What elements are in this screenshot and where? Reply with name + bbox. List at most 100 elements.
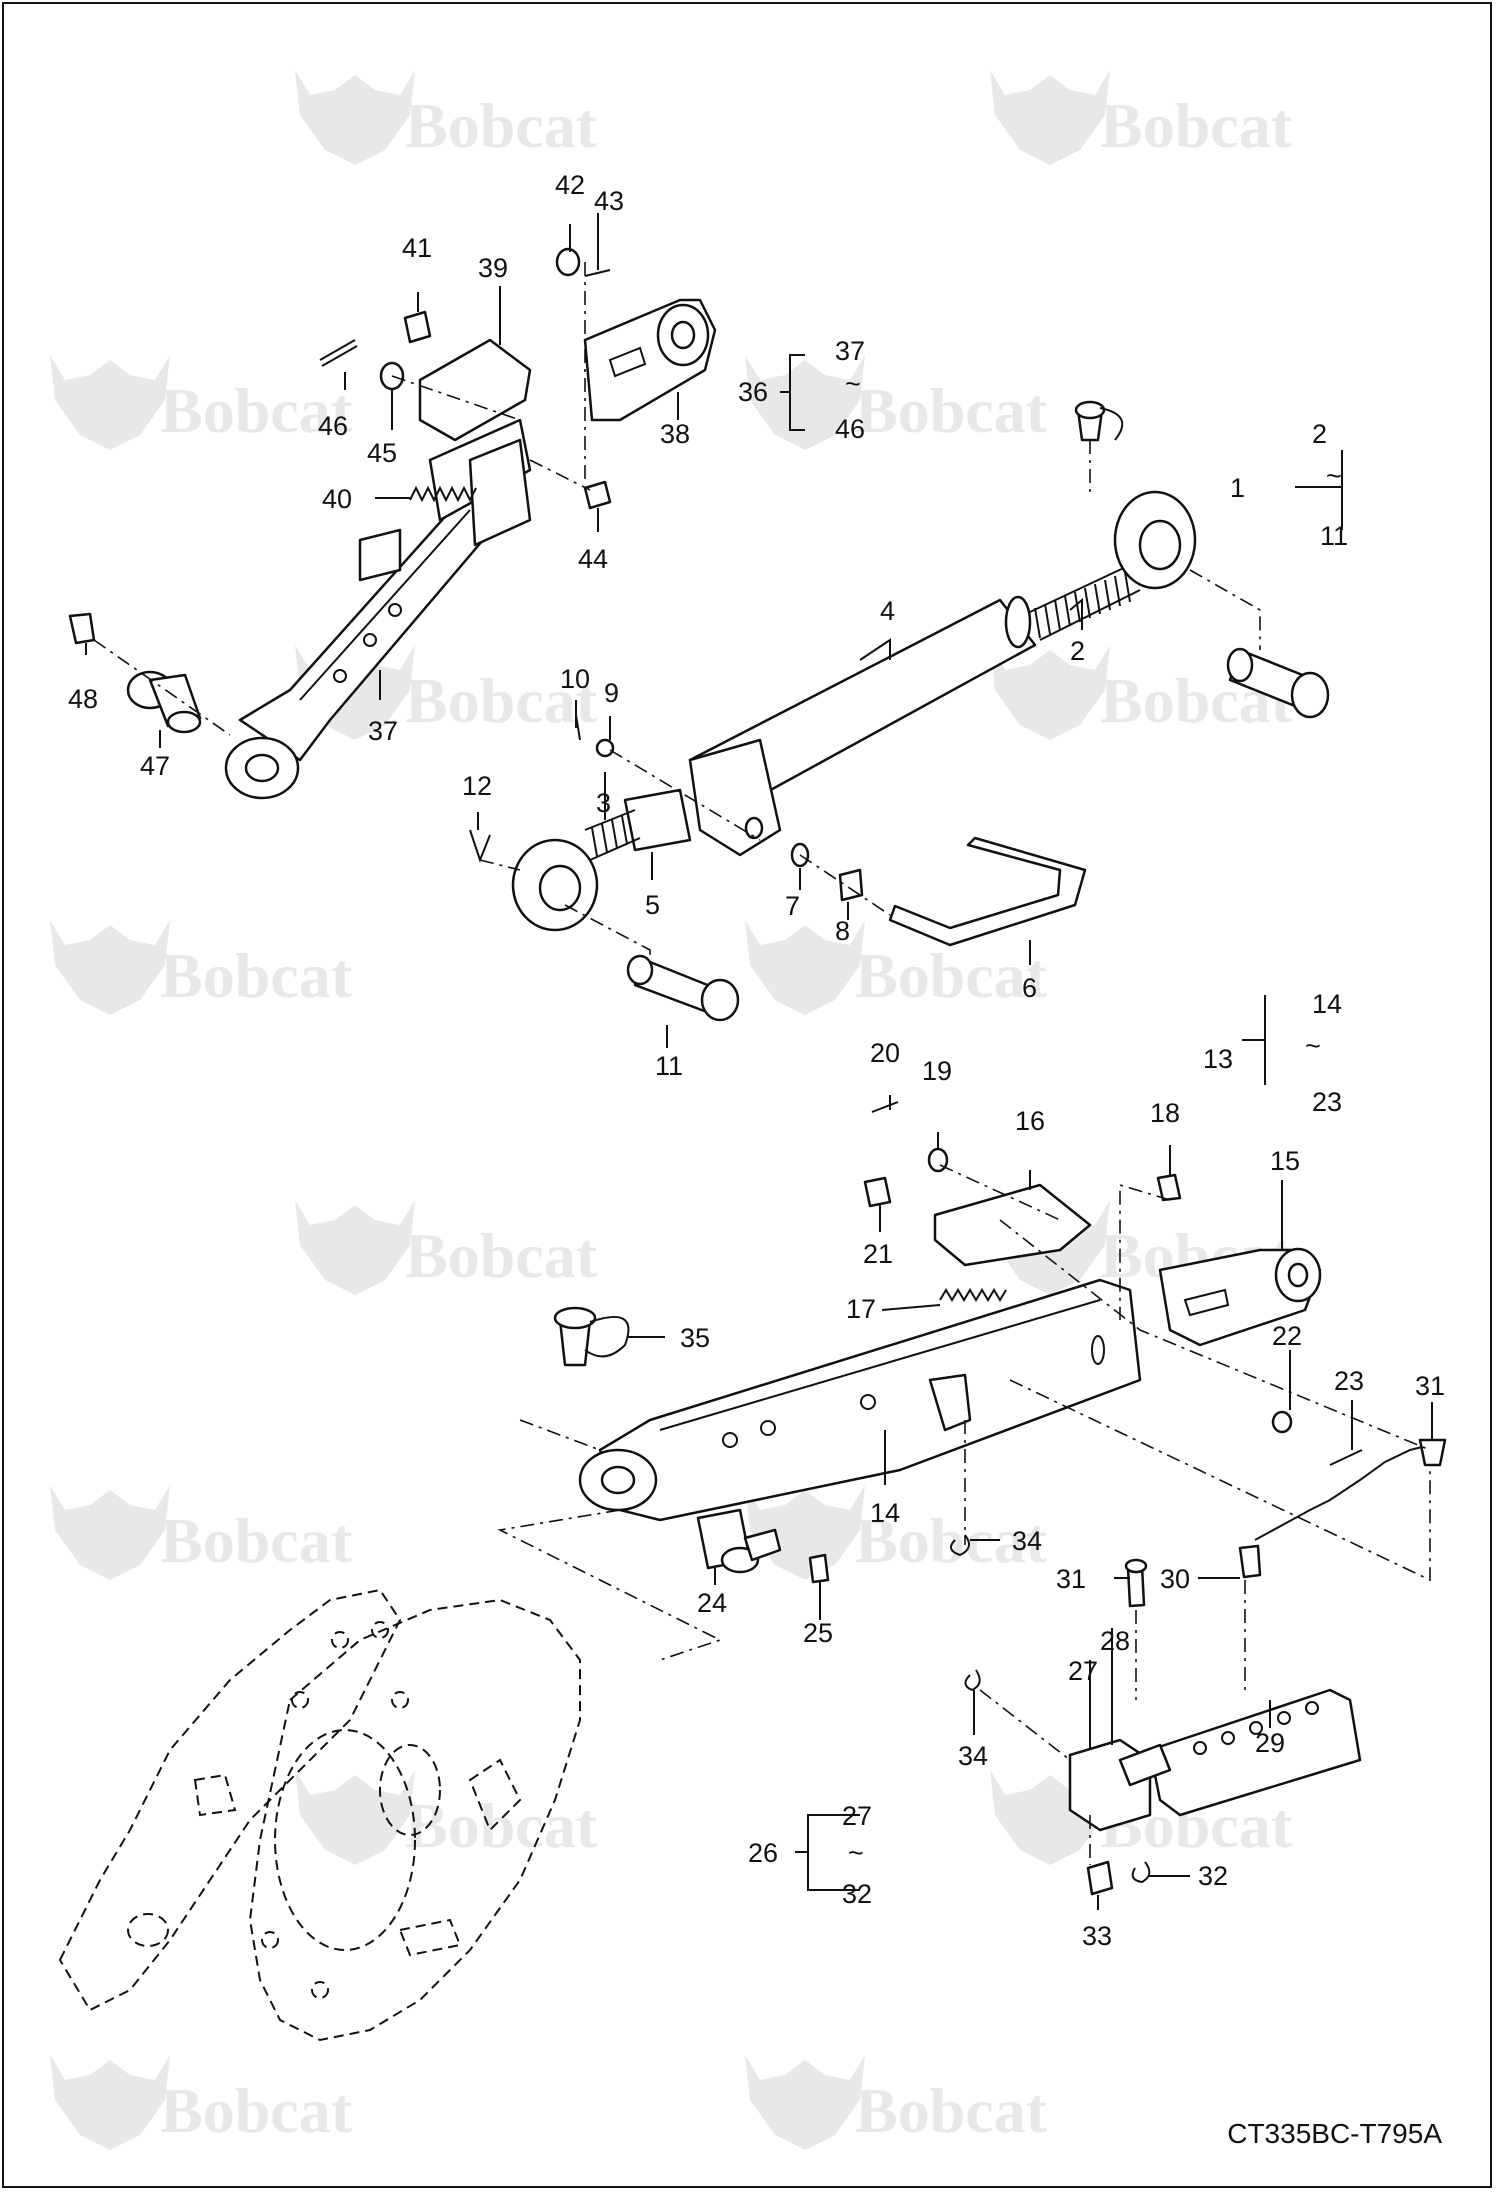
bobcat-logo-icon (50, 1485, 170, 1580)
callout-33: 33 (1082, 1921, 1112, 1951)
bobcat-logo-icon (745, 355, 865, 450)
callout-26: 26 (748, 1838, 778, 1868)
lift-arm-lower (497, 1101, 1447, 1896)
callout-10: 10 (560, 664, 590, 694)
bobcat-logo-icon (295, 1770, 415, 1865)
callout-32: 32 (842, 1879, 872, 1909)
bobcat-logo-icon (745, 1485, 865, 1580)
callout-9: 9 (604, 678, 619, 708)
watermark: Bobcat (50, 2055, 353, 2150)
watermark-text: Bobcat (1100, 90, 1293, 161)
callout-12: 12 (462, 771, 492, 801)
watermark: Bobcat (990, 70, 1293, 165)
group-range-separator: ~ (1305, 1031, 1321, 1061)
watermark: Bobcat (745, 355, 1048, 450)
callout-32: 32 (1198, 1861, 1228, 1891)
watermark-text: Bobcat (855, 940, 1048, 1011)
callout-14: 14 (1312, 989, 1342, 1019)
callout-16: 16 (1015, 1106, 1045, 1136)
callout-23: 23 (1312, 1087, 1342, 1117)
callout-45: 45 (367, 438, 397, 468)
group-range-separator: ~ (845, 369, 861, 399)
callout-30: 30 (1160, 1564, 1190, 1594)
callout-17: 17 (846, 1294, 876, 1324)
callout-2: 2 (1070, 636, 1085, 666)
callout-38: 38 (660, 419, 690, 449)
watermark: Bobcat (745, 2055, 1048, 2150)
callout-19: 19 (922, 1056, 952, 1086)
watermark-text: Bobcat (160, 940, 353, 1011)
callout-3: 3 (596, 788, 611, 818)
bobcat-logo-icon (50, 355, 170, 450)
watermark-text: Bobcat (855, 1505, 1048, 1576)
callout-13: 13 (1203, 1044, 1233, 1074)
watermark-text: Bobcat (405, 665, 598, 736)
watermark-text: Bobcat (405, 1790, 598, 1861)
callout-47: 47 (140, 751, 170, 781)
bobcat-logo-icon (295, 1200, 415, 1295)
callout-31: 31 (1056, 1564, 1086, 1594)
bobcat-logo-icon (990, 70, 1110, 165)
leader-lines (85, 213, 1433, 1910)
bobcat-logo-icon (745, 920, 865, 1015)
callout-44: 44 (578, 544, 608, 574)
callout-25: 25 (803, 1618, 833, 1648)
callout-4: 4 (880, 596, 895, 626)
callout-31: 31 (1415, 1371, 1445, 1401)
watermark: Bobcat (50, 355, 353, 450)
callout-6: 6 (1022, 973, 1037, 1003)
callout-27: 27 (1068, 1656, 1098, 1686)
watermark: Bobcat (50, 1485, 353, 1580)
callout-27: 27 (842, 1801, 872, 1831)
bobcat-logo-icon (990, 645, 1110, 740)
bobcat-logo-icon (50, 920, 170, 1015)
watermark: Bobcat (295, 70, 598, 165)
watermark: Bobcat (745, 920, 1048, 1015)
watermark-text: Bobcat (855, 2075, 1048, 2146)
watermark-text: Bobcat (855, 375, 1048, 446)
callout-29: 29 (1255, 1728, 1285, 1758)
transmission-housing (58, 1588, 581, 2042)
group-range-separator: ~ (848, 1838, 864, 1868)
callout-41: 41 (402, 233, 432, 263)
callout-5: 5 (645, 890, 660, 920)
callout-42: 42 (555, 170, 585, 200)
callout-35: 35 (680, 1323, 710, 1353)
callout-20: 20 (870, 1038, 900, 1068)
callout-labels: 1234567891011121314151617181920212223242… (68, 170, 1445, 1951)
callout-24: 24 (697, 1588, 727, 1618)
callout-39: 39 (478, 253, 508, 283)
callout-46: 46 (835, 414, 865, 444)
callout-2: 2 (1312, 419, 1327, 449)
callout-21: 21 (863, 1239, 893, 1269)
callout-15: 15 (1270, 1146, 1300, 1176)
callout-34: 34 (1012, 1526, 1042, 1556)
lift-arm-upper-left (68, 247, 717, 800)
callout-8: 8 (835, 916, 850, 946)
callout-1: 1 (1230, 473, 1245, 503)
watermark: Bobcat (745, 1485, 1048, 1580)
callout-28: 28 (1100, 1626, 1130, 1656)
watermark: Bobcat (295, 1200, 598, 1295)
bobcat-logo-icon (745, 2055, 865, 2150)
callout-22: 22 (1272, 1321, 1302, 1351)
callout-11: 11 (1320, 521, 1348, 551)
callout-23: 23 (1334, 1366, 1364, 1396)
callout-40: 40 (322, 484, 352, 514)
watermark-text: Bobcat (405, 90, 598, 161)
group-range-separator: ~ (1326, 461, 1342, 491)
callout-37: 37 (835, 336, 865, 366)
callout-36: 36 (738, 377, 768, 407)
watermark: Bobcat (295, 1770, 598, 1865)
top-link-assembly (469, 400, 1330, 1022)
callout-11: 11 (655, 1051, 683, 1081)
callout-48: 48 (68, 684, 98, 714)
bobcat-logo-icon (295, 70, 415, 165)
callout-14: 14 (870, 1498, 900, 1528)
watermark-text: Bobcat (160, 375, 353, 446)
watermark: Bobcat (50, 920, 353, 1015)
watermark-text: Bobcat (160, 1505, 353, 1576)
